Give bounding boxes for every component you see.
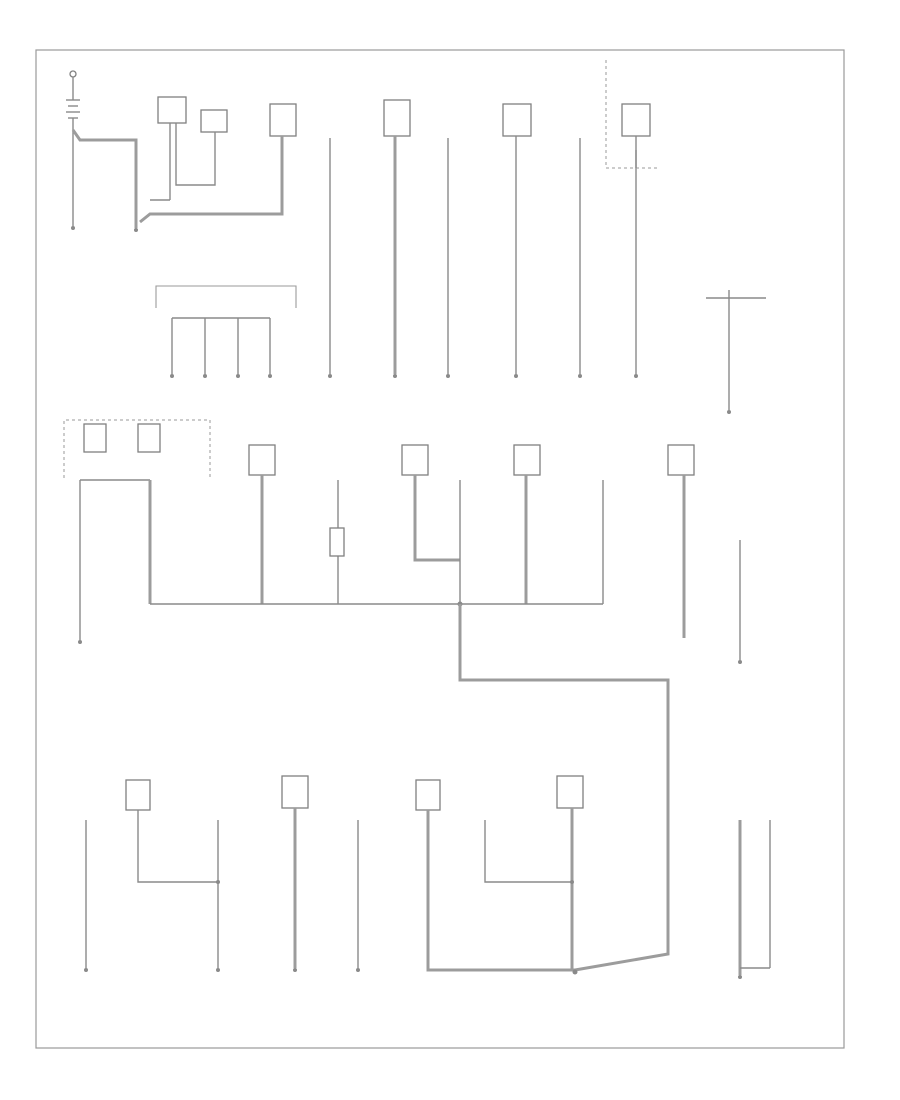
component-r3-3 bbox=[415, 779, 441, 811]
component-r3-4 bbox=[556, 775, 584, 809]
component-r1-4 bbox=[383, 99, 411, 137]
component-r1-6 bbox=[621, 103, 651, 137]
row-3 bbox=[84, 775, 771, 979]
relay-2 bbox=[137, 423, 161, 453]
component-r2-2 bbox=[401, 444, 429, 476]
wire-r3-7 bbox=[484, 820, 572, 883]
battery-cross-wire bbox=[71, 129, 138, 228]
wire-r3-6 bbox=[426, 810, 575, 972]
wire-r1-3 bbox=[139, 136, 284, 224]
module-bracket bbox=[155, 285, 297, 308]
ground-battery bbox=[71, 226, 75, 230]
component-r2-3 bbox=[513, 444, 541, 476]
row-1 bbox=[66, 60, 766, 414]
component-r2-4 bbox=[667, 444, 695, 476]
ground-points-r1 bbox=[328, 374, 638, 378]
wire-r3-2 bbox=[137, 810, 218, 883]
component-r1-1 bbox=[157, 96, 187, 124]
ground-connector-r3 bbox=[738, 820, 771, 979]
diode-branch bbox=[329, 480, 345, 604]
diagram-frame bbox=[35, 49, 845, 1049]
wire-r1-2 bbox=[175, 123, 216, 186]
component-r3-2 bbox=[281, 775, 309, 809]
battery-symbol bbox=[66, 70, 80, 128]
connector-right-r1 bbox=[706, 290, 766, 414]
component-r1-5 bbox=[502, 103, 532, 137]
row-2 bbox=[63, 419, 742, 972]
component-r3-1 bbox=[125, 779, 151, 811]
relay-1 bbox=[83, 423, 107, 453]
component-r1-2 bbox=[200, 109, 228, 133]
ground-battery-tray bbox=[134, 228, 138, 232]
component-r2-1 bbox=[248, 444, 276, 476]
module-ground-drops bbox=[170, 317, 272, 378]
component-r1-3 bbox=[269, 103, 297, 137]
wire-r2-2 bbox=[413, 475, 460, 562]
ground-return-wire bbox=[458, 604, 670, 972]
